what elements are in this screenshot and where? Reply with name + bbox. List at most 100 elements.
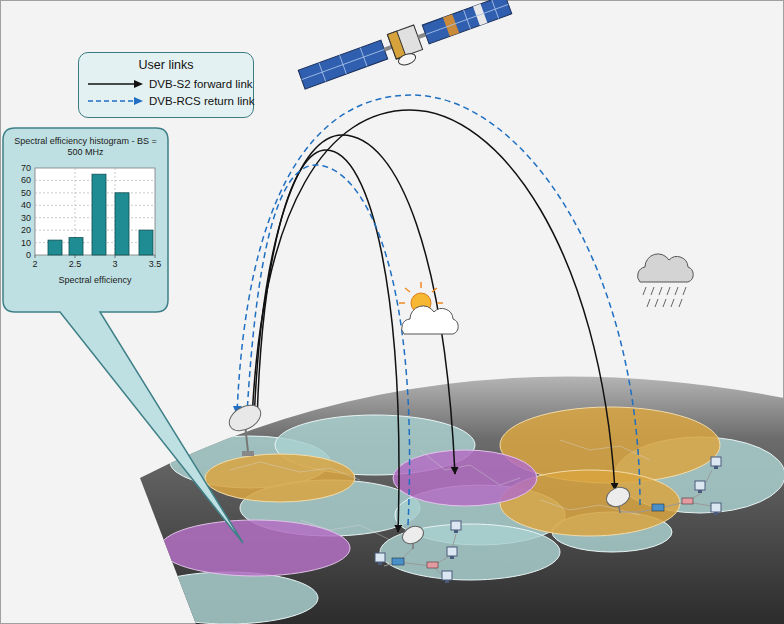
axis-tick-label: 20	[21, 226, 31, 235]
ray	[405, 288, 410, 292]
gold-foil	[387, 31, 405, 59]
sample-line	[88, 83, 135, 85]
sample-arrowhead	[134, 97, 143, 105]
axis-tick-label: 3.5	[149, 260, 162, 269]
solar-panel	[298, 40, 388, 89]
return-link	[237, 95, 640, 505]
forward-link	[254, 135, 455, 474]
axis-tick-label: 40	[21, 201, 31, 210]
rain	[638, 254, 694, 307]
drop	[667, 287, 670, 295]
monitor	[711, 503, 721, 512]
monitor-stand	[454, 530, 458, 533]
axis-tick-label: 10	[21, 238, 31, 247]
monitor-stand	[714, 512, 718, 515]
axis-tick-label: 50	[21, 188, 31, 197]
axis-tick-label: 60	[21, 176, 31, 185]
border-line	[560, 440, 650, 460]
tick	[35, 255, 36, 258]
border-line	[230, 462, 360, 480]
return-link	[247, 165, 410, 525]
axis-tick-label: 0	[26, 251, 31, 260]
grid	[35, 168, 155, 255]
sample-line	[88, 100, 135, 102]
legend-line-sample	[87, 79, 143, 89]
router	[682, 498, 693, 504]
computer	[447, 547, 457, 559]
dish-reflector	[603, 484, 632, 510]
ray	[420, 282, 422, 288]
computer	[451, 521, 461, 533]
monitor-stand	[450, 556, 454, 559]
axis-tick-label: 70	[21, 164, 31, 173]
bar	[92, 174, 106, 255]
ray	[432, 288, 437, 292]
solar-panel	[422, 0, 512, 44]
ray	[437, 302, 443, 304]
drop	[675, 287, 678, 295]
sample-arrowhead	[134, 80, 143, 88]
histogram-bars	[48, 174, 153, 255]
tick	[155, 255, 156, 258]
axis-tick-label: 30	[21, 213, 31, 222]
bar	[139, 230, 153, 255]
beam	[138, 572, 318, 624]
border-line	[300, 520, 390, 540]
legend-text: DVB-RCS return link	[149, 95, 254, 107]
drop	[683, 287, 686, 295]
modem	[392, 558, 404, 565]
callout-bubble-outline	[3, 128, 243, 543]
bar	[48, 240, 62, 255]
drop	[651, 287, 654, 295]
fair-weather	[399, 282, 458, 334]
monitor	[711, 457, 721, 466]
drop	[647, 299, 650, 307]
terminal-dish	[400, 523, 427, 549]
cable	[398, 556, 450, 566]
purple-beams	[160, 450, 537, 576]
user-links	[237, 95, 640, 532]
forward-link	[257, 150, 399, 532]
computer	[711, 457, 721, 469]
dish-base	[242, 451, 254, 456]
beam	[393, 450, 537, 506]
router	[427, 562, 438, 568]
dish-reflector	[225, 400, 265, 436]
computer	[375, 553, 385, 565]
user-terminal	[375, 521, 461, 583]
beam	[380, 524, 560, 580]
satellite-dish	[397, 52, 417, 68]
legend-entry: DVB-S2 forward link	[87, 75, 245, 92]
cell-line	[426, 4, 509, 34]
modem	[652, 504, 664, 511]
orange-beams	[205, 407, 720, 536]
axis-tick-label: 3	[112, 260, 117, 269]
dish-reflector	[400, 523, 427, 547]
legend-text: DVB-S2 forward link	[149, 78, 253, 90]
computer	[711, 503, 721, 515]
satellite	[297, 0, 516, 100]
cables	[620, 470, 712, 512]
cable	[660, 494, 700, 508]
border-line	[420, 450, 520, 485]
axis-tick-label: 2	[32, 260, 37, 269]
axis-title: Spectral efficiency	[59, 276, 132, 285]
drop	[643, 287, 646, 295]
plot-area	[35, 168, 155, 255]
panel-cells	[298, 40, 388, 89]
monitor	[375, 553, 385, 562]
node-heading: Spectral efficiency histogram - BS = 500…	[11, 136, 160, 158]
tick	[115, 255, 116, 258]
beam-coverage	[138, 407, 784, 624]
panel-cells	[422, 0, 512, 44]
monitor-stand	[445, 580, 449, 583]
bar	[69, 238, 83, 255]
legend-entry: DVB-RCS return link	[87, 92, 245, 109]
bar	[115, 193, 129, 255]
monitor	[442, 571, 452, 580]
monitor-stand	[714, 466, 718, 469]
monitor	[451, 521, 461, 530]
